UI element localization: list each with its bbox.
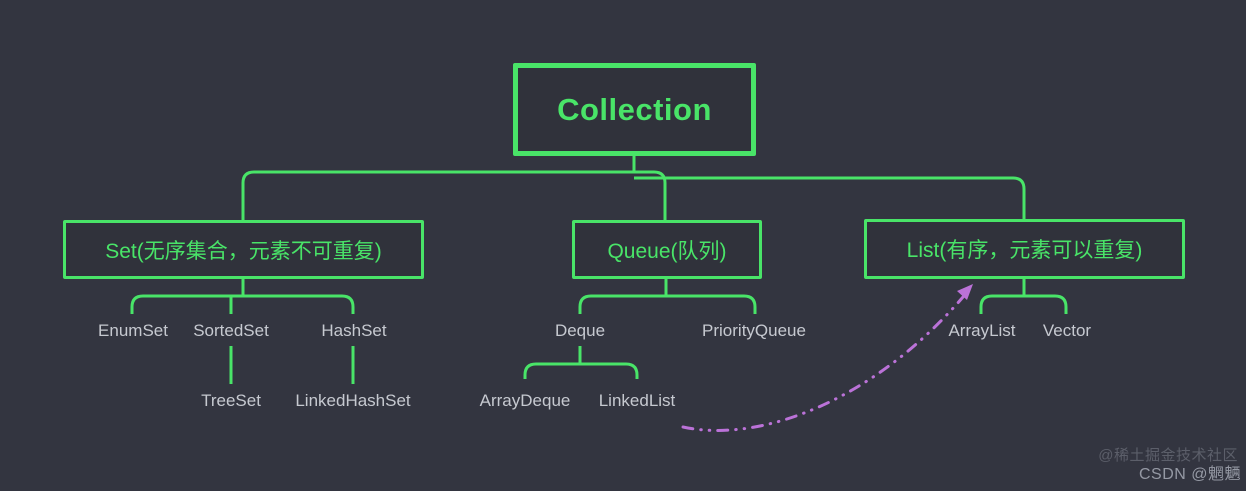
watermark-csdn: CSDN @魍魉 [1138,466,1241,483]
node-priorityqueue: PriorityQueue [702,321,806,340]
connector-collection-set [241,170,634,220]
connector-collection-list [634,176,1026,219]
node-collection: Collection [513,63,756,156]
reference-arrowhead [957,284,973,300]
connector-collection-queue [634,170,667,220]
connector-deque-bus [523,362,639,379]
watermark-juejin: @稀土掘金技术社区 [1098,447,1238,464]
connector-queue-bus [578,294,757,314]
node-linkedhashset: LinkedHashSet [295,391,411,410]
node-sortedset: SortedSet [193,321,269,340]
node-list: List(有序，元素可以重复) [864,219,1185,279]
node-hashset: HashSet [321,321,387,340]
node-arraylist: ArrayList [948,321,1016,340]
node-queue: Queue(队列) [572,220,762,279]
node-enumset: EnumSet [98,321,168,340]
node-deque: Deque [554,321,606,340]
connector-set-bus [130,294,355,314]
node-arraydeque: ArrayDeque [479,391,571,410]
connector-list-bus [979,294,1068,314]
node-vector: Vector [1042,321,1092,340]
node-treeset: TreeSet [201,391,261,410]
node-set: Set(无序集合，元素不可重复) [63,220,424,279]
node-linkedlist: LinkedList [598,391,676,410]
reference-arrow [681,284,973,432]
